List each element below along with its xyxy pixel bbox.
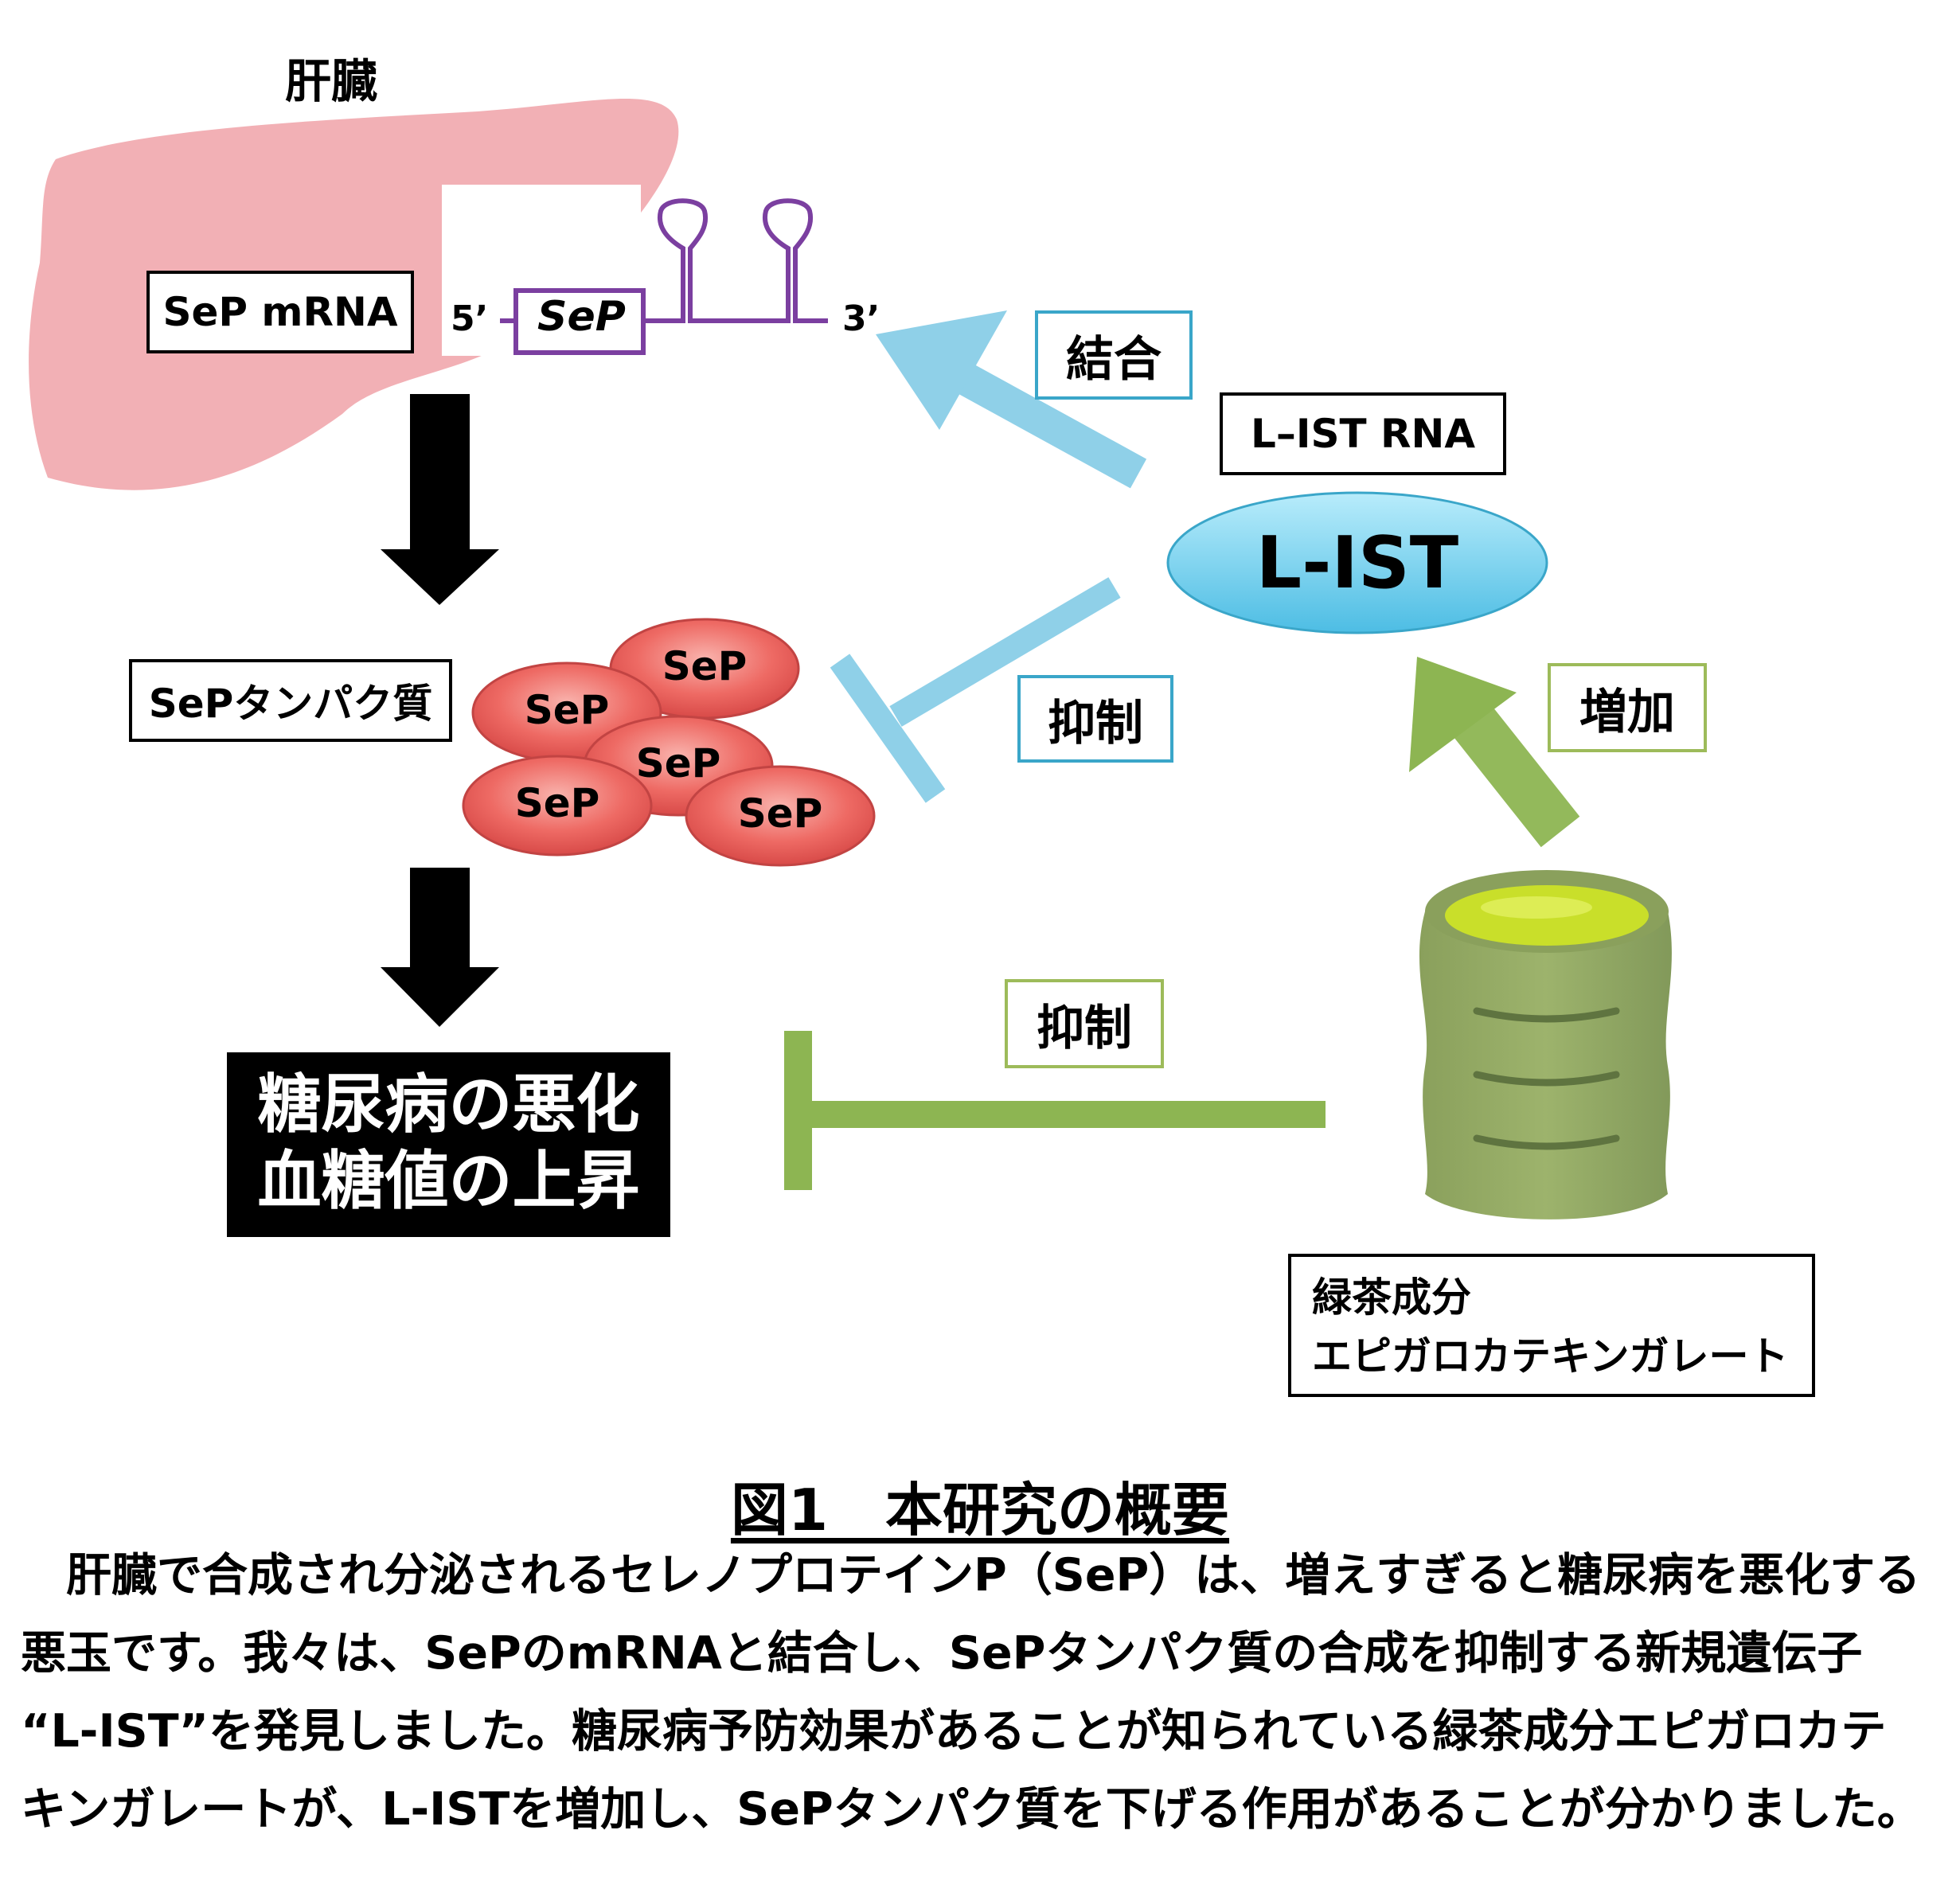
binding-label: 結合 bbox=[1035, 310, 1193, 400]
outcome-line-1: 糖尿病の悪化 bbox=[257, 1067, 640, 1141]
sep-protein-item: SeP bbox=[514, 780, 600, 826]
caption-line: キンガレートが、L-ISTを増加し、SePタンパク質を下げる作用があることが分か… bbox=[21, 1783, 1923, 1836]
inhibit-bar-blue bbox=[830, 577, 1121, 803]
sep-protein-item: SeP bbox=[524, 687, 610, 733]
binding-arrow bbox=[876, 310, 1147, 489]
caption-body: 肝臓で合成され分泌されるセレノプロテインP（SeP）は、増えすぎると糖尿病を悪化… bbox=[21, 1536, 1947, 1848]
list-node-label: L-IST bbox=[1255, 521, 1459, 605]
green-tea-label: 緑茶成分 エピガロカテキンガレート bbox=[1288, 1254, 1815, 1397]
green-tea-line-1: 緑茶成分 bbox=[1312, 1274, 1471, 1321]
caption-line: 悪玉です。我々は、SePのmRNAと結合し、SePタンパク質の合成を抑制する新規… bbox=[21, 1627, 1863, 1680]
green-tea-cup bbox=[1419, 870, 1672, 1220]
caption-title: 図1 本研究の概要 bbox=[0, 1463, 1960, 1547]
list-rna-label: L–IST RNA bbox=[1220, 392, 1506, 475]
sep-protein-item: SeP bbox=[662, 643, 748, 689]
sep-protein-cluster bbox=[462, 618, 876, 867]
three-prime-label: 3’ bbox=[842, 299, 880, 339]
caption-title-text: 図1 本研究の概要 bbox=[730, 1477, 1230, 1543]
sep-protein-label: SePタンパク質 bbox=[129, 659, 452, 742]
inhibit-bar-green bbox=[784, 1031, 1326, 1190]
caption-line: 肝臓で合成され分泌されるセレノプロテインP（SeP）は、増えすぎると糖尿病を悪化… bbox=[21, 1549, 1921, 1602]
inhibit-label-green: 抑制 bbox=[1005, 979, 1164, 1068]
list-ellipse bbox=[1166, 491, 1548, 634]
down-arrow-1 bbox=[381, 394, 499, 605]
increase-arrow bbox=[1409, 657, 1580, 848]
gene-sep-label: SeP bbox=[537, 293, 626, 341]
sep-protein-item: SeP bbox=[737, 790, 823, 837]
liver-label: 肝臓 bbox=[285, 54, 378, 108]
mrna-structure bbox=[500, 198, 828, 355]
outcome-line-2: 血糖値の上昇 bbox=[257, 1144, 640, 1218]
caption-line: “L-IST”を発見しました。糖尿病予防効果があることが知られている緑茶成分エピ… bbox=[21, 1705, 1887, 1758]
mrna-panel bbox=[442, 185, 641, 356]
outcome-box: 糖尿病の悪化 血糖値の上昇 bbox=[227, 1052, 670, 1237]
down-arrow-2 bbox=[381, 868, 499, 1027]
sep-protein-item: SeP bbox=[635, 740, 721, 786]
green-tea-line-2: エピガロカテキンガレート bbox=[1312, 1333, 1789, 1380]
sep-mrna-label: SeP mRNA bbox=[146, 271, 414, 353]
inhibit-label-blue: 抑制 bbox=[1017, 675, 1173, 763]
increase-label: 増加 bbox=[1548, 663, 1707, 752]
five-prime-label: 5’ bbox=[451, 299, 489, 339]
